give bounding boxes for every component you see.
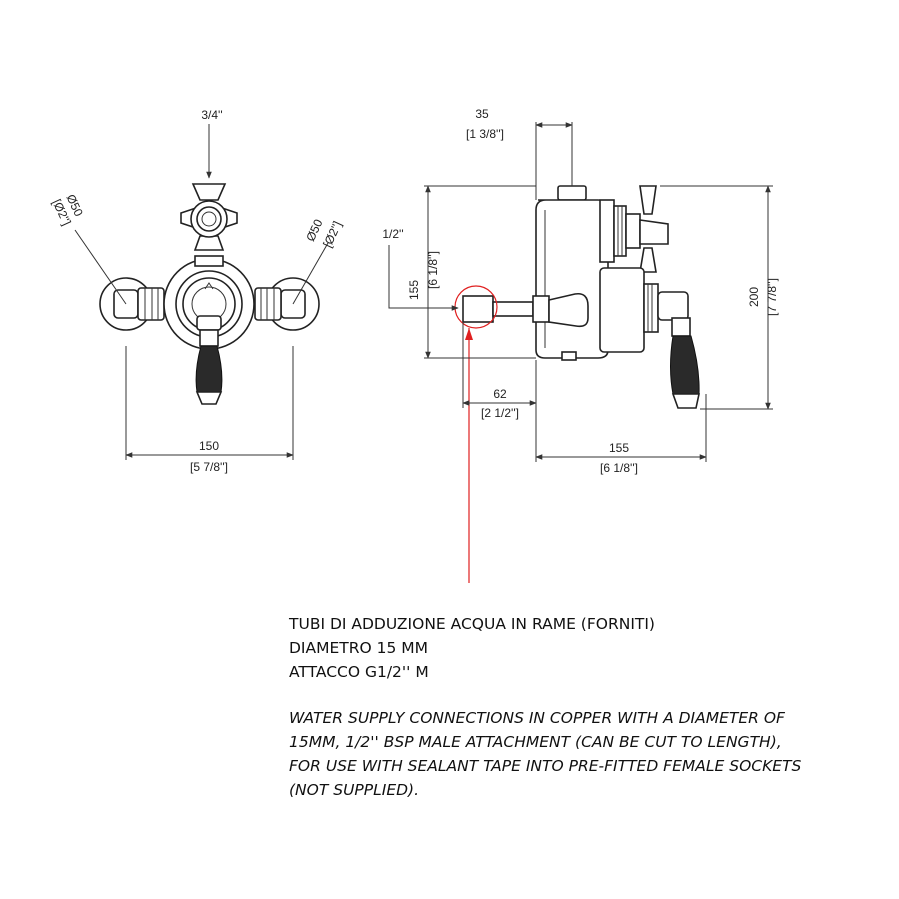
height-mm: 155 <box>407 280 421 300</box>
left-diameter-leader <box>74 229 127 305</box>
height-in: [6 1/8''] <box>426 251 440 289</box>
english-note: WATER SUPPLY CONNECTIONS IN COPPER WITH … <box>289 706 801 802</box>
top-mm: 35 <box>475 107 489 121</box>
pipe-len-in: [2 1/2''] <box>481 406 519 420</box>
height-dimension: 155 [6 1/8''] <box>407 185 536 359</box>
width-in: [5 7/8''] <box>190 460 228 474</box>
pipe-leader <box>388 245 459 311</box>
english-note-line: 15MM, 1/2'' BSP MALE ATTACHMENT (CAN BE … <box>289 733 782 751</box>
depth-in: [6 1/8''] <box>600 461 638 475</box>
right-diameter-leader <box>292 242 329 305</box>
mixer-body-side <box>535 185 609 361</box>
copper-supply-pipe <box>462 292 589 328</box>
total-height-dimension: 200 [7 7/8''] <box>660 185 779 410</box>
pipe-length-dimension: 62 [2 1/2''] <box>462 322 537 462</box>
upper-valve-side <box>599 185 669 273</box>
left-inlet-fitting <box>99 277 165 331</box>
english-note-line: (NOT SUPPLIED). <box>289 781 420 799</box>
top-dimension: 35 [1 3/8''] <box>466 107 573 200</box>
total-h-in: [7 7/8''] <box>765 278 779 316</box>
pipe-label: 1/2'' <box>382 227 403 241</box>
side-view: 1/2'' 35 [1 3/8''] 155 [6 1/8''] 62 [2 1… <box>382 107 779 583</box>
pipe-callout <box>454 285 498 583</box>
english-note-line: WATER SUPPLY CONNECTIONS IN COPPER WITH … <box>289 709 785 727</box>
italian-note-line: TUBI DI ADDUZIONE ACQUA IN RAME (FORNITI… <box>289 615 655 633</box>
italian-note: TUBI DI ADDUZIONE ACQUA IN RAME (FORNITI… <box>289 612 655 684</box>
mixer-body-front <box>163 255 255 350</box>
inlet-label: 3/4'' <box>201 108 222 122</box>
lower-valve-side <box>599 267 700 409</box>
front-lever-handle <box>195 315 223 405</box>
total-h-mm: 200 <box>747 287 761 307</box>
english-note-line: FOR USE WITH SEALANT TAPE INTO PRE-FITTE… <box>289 757 802 775</box>
depth-mm: 155 <box>609 441 629 455</box>
top-in: [1 3/8''] <box>466 127 504 141</box>
italian-note-line: DIAMETRO 15 MM <box>289 639 429 657</box>
front-view: 3/4'' <box>50 108 345 474</box>
width-dimension: 150 [5 7/8''] <box>125 346 294 474</box>
depth-dimension: 155 [6 1/8''] <box>535 394 707 475</box>
top-cross-handle <box>180 183 238 251</box>
italian-note-line: ATTACCO G1/2'' M <box>289 663 429 681</box>
width-mm: 150 <box>199 439 219 453</box>
pipe-len-mm: 62 <box>493 387 507 401</box>
right-inlet-fitting <box>254 277 320 331</box>
